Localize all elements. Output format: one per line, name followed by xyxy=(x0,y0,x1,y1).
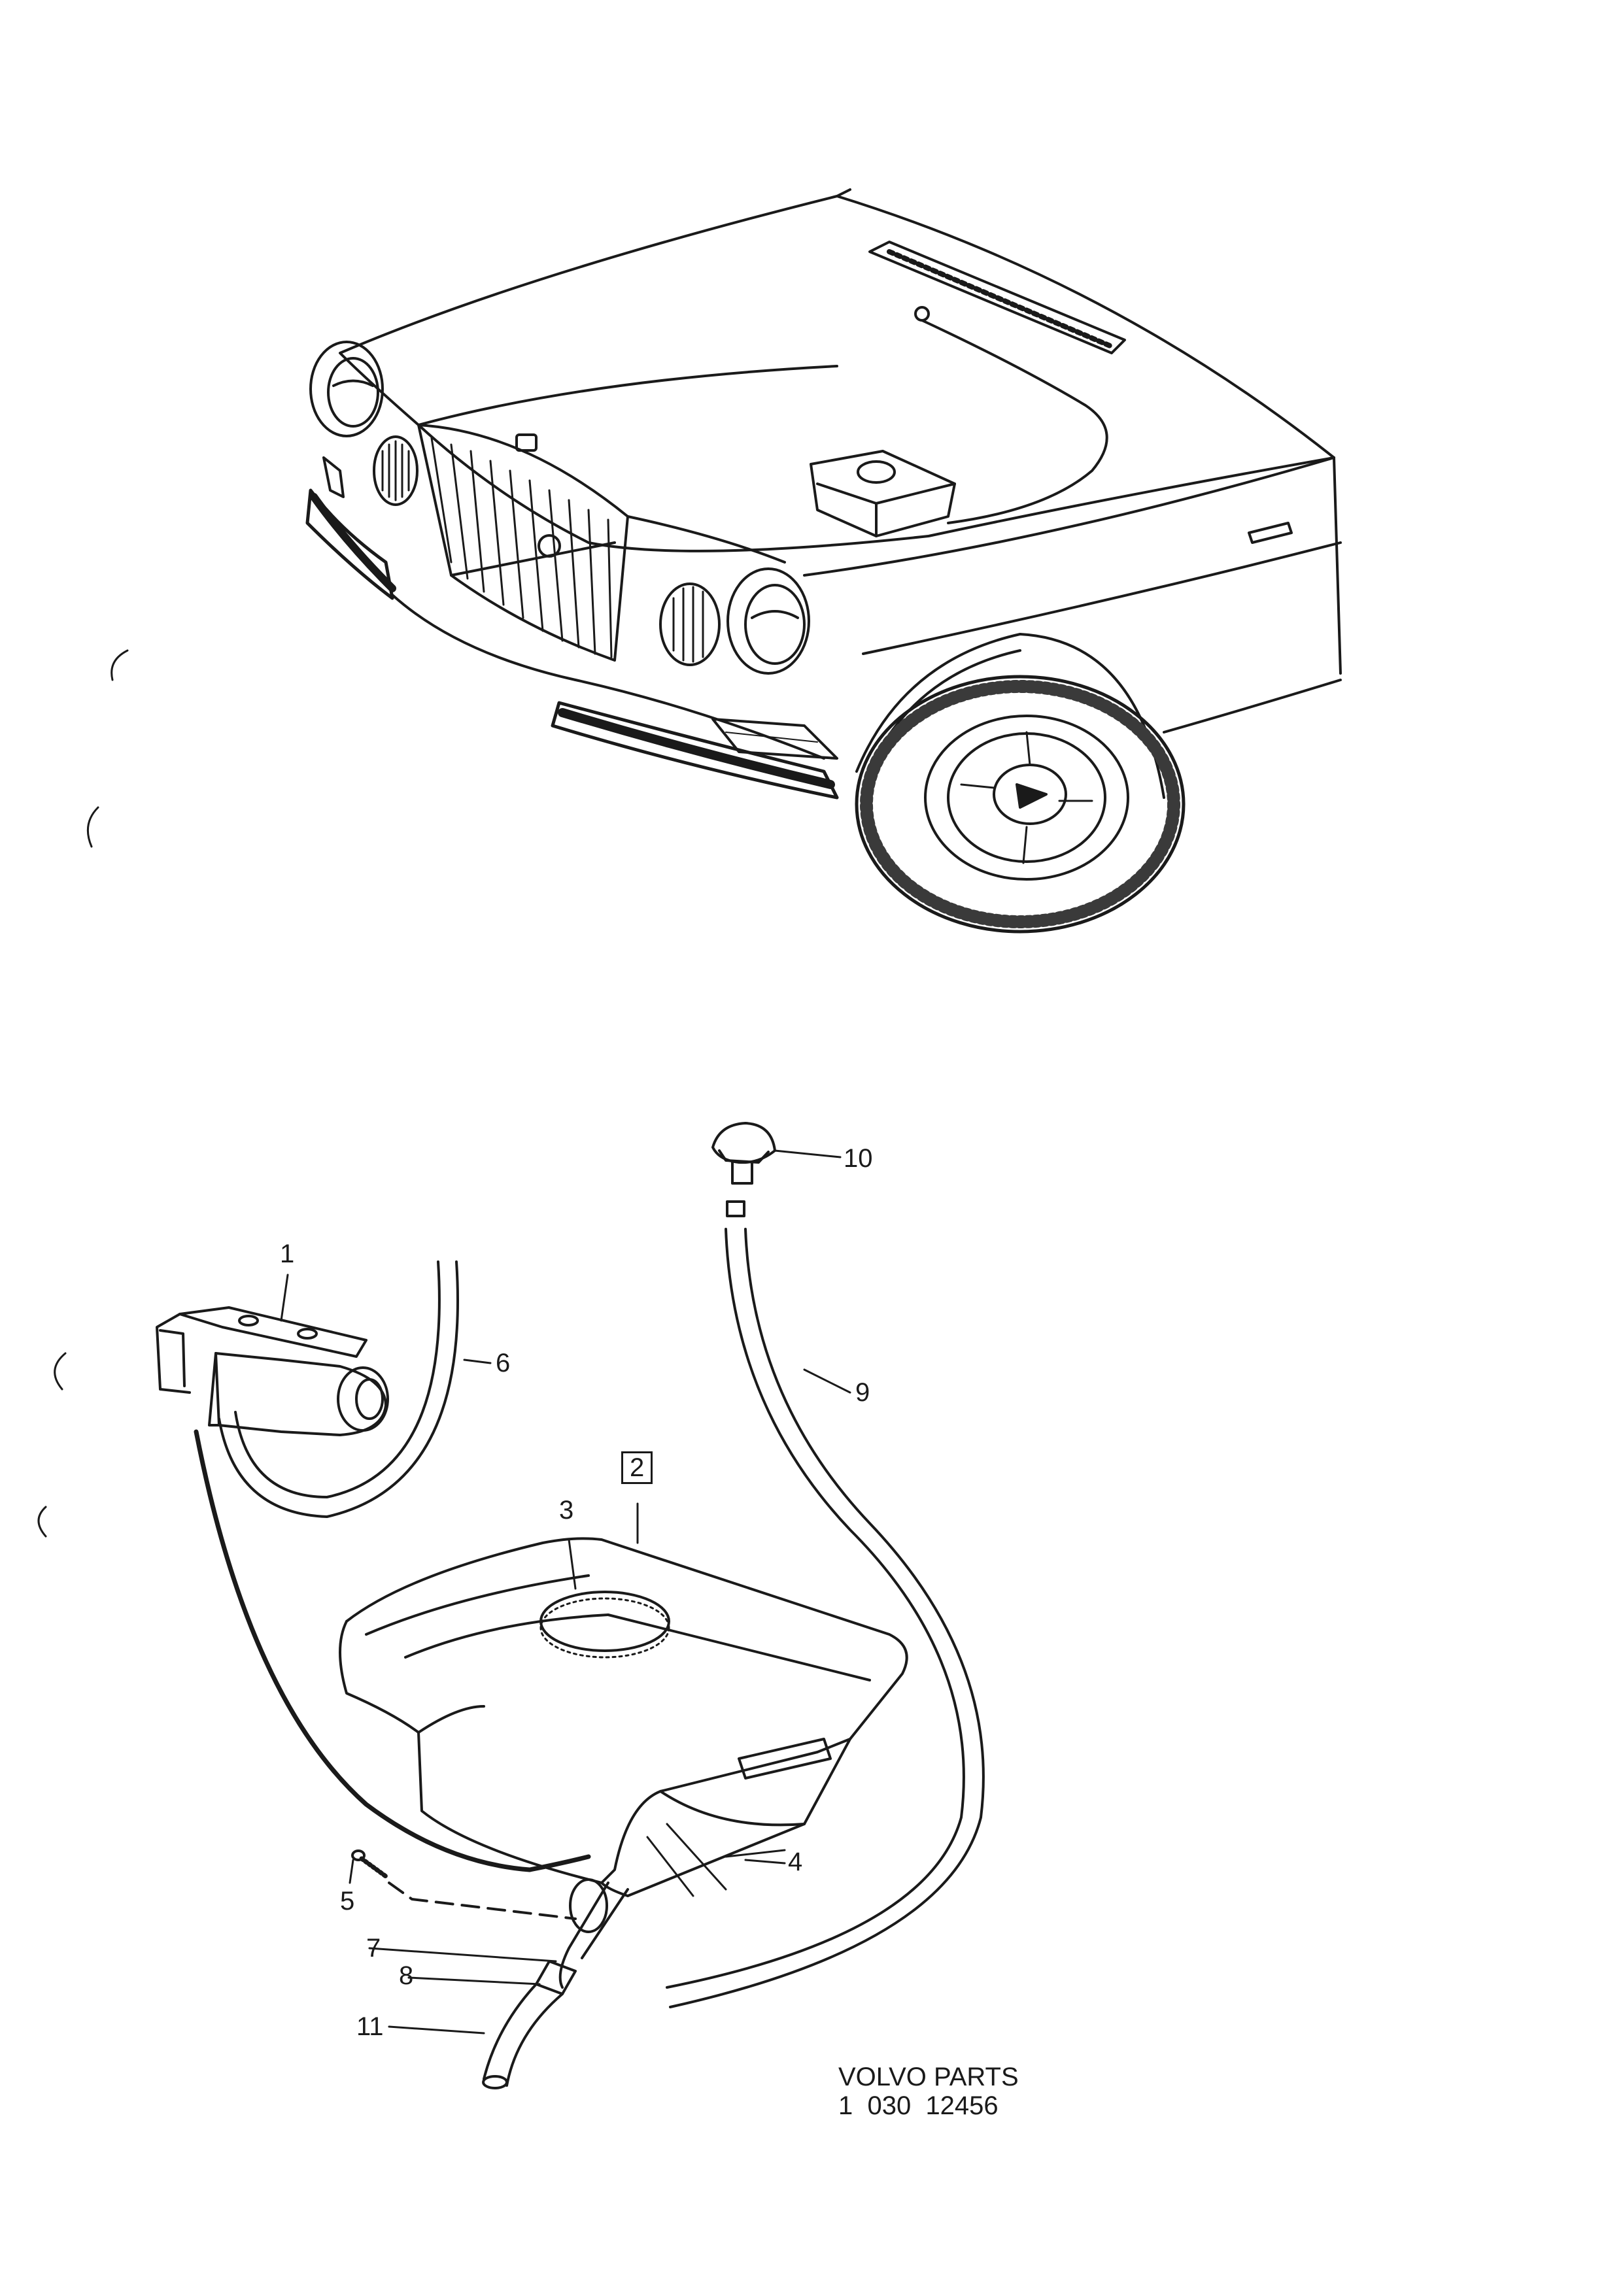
part-7-8-11-hoses xyxy=(368,1882,629,2089)
part-6-hose xyxy=(218,1260,492,1518)
right-bumper xyxy=(551,701,839,800)
pump-wire xyxy=(194,1429,532,1872)
volvo-parts-stamp: VOLVO PARTS 1 030 12456 xyxy=(838,2063,1019,2120)
part-10-nozzle xyxy=(711,1122,842,1217)
left-round-vent xyxy=(373,435,419,506)
callout-6: 6 xyxy=(496,1349,511,1377)
part-9-hose xyxy=(666,1228,985,2008)
stamp-line-1: VOLVO PARTS xyxy=(838,2063,1019,2091)
callout-2: 2 xyxy=(621,1451,653,1484)
callout-4: 4 xyxy=(788,1848,803,1876)
front-grille xyxy=(417,424,629,662)
cowl-vent xyxy=(868,241,1126,354)
callout-9: 9 xyxy=(855,1378,870,1407)
callout-10: 10 xyxy=(844,1144,873,1173)
binder-hole-marks xyxy=(37,649,129,1538)
callout-5: 5 xyxy=(340,1887,355,1916)
front-tire xyxy=(855,675,1186,934)
part-5-screw xyxy=(349,1849,608,1933)
part-3-filler-cap xyxy=(539,1538,670,1659)
callout-7: 7 xyxy=(366,1934,381,1963)
left-headlight xyxy=(309,341,384,437)
callout-11: 11 xyxy=(356,2012,384,2041)
right-headlight xyxy=(726,567,810,675)
car-front-illustration xyxy=(305,188,1342,934)
indicator-lamp xyxy=(711,718,838,760)
right-round-vent xyxy=(659,582,721,666)
car-washer-tank xyxy=(810,450,956,537)
hood-outline xyxy=(339,195,1335,552)
exploded-parts xyxy=(156,1122,985,2089)
part-1-pump xyxy=(156,1274,389,1436)
callout-8: 8 xyxy=(399,1961,414,1990)
side-badge xyxy=(1248,522,1293,544)
part-2-reservoir xyxy=(339,1502,908,1897)
callout-1: 1 xyxy=(280,1240,295,1268)
callout-3: 3 xyxy=(559,1496,574,1525)
stamp-line-2: 1 030 12456 xyxy=(838,2091,999,2120)
hood-badge xyxy=(515,433,538,452)
